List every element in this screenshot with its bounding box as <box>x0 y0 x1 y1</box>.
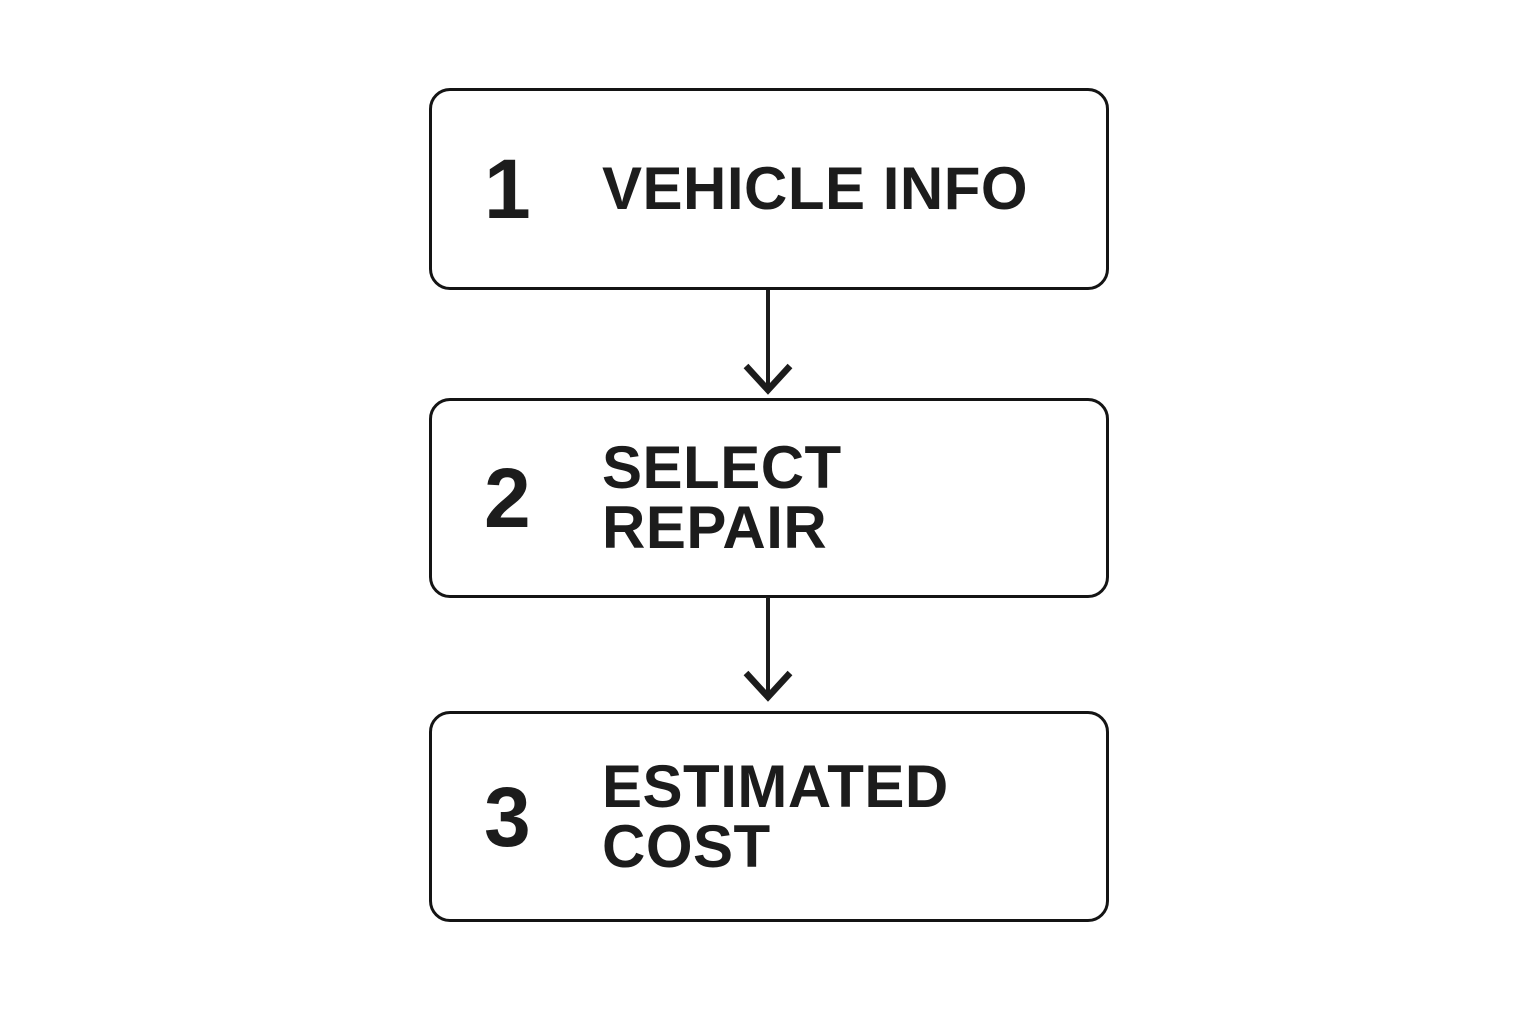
step-number-1: 1 <box>484 142 531 236</box>
step-box-estimated-cost: 3 ESTIMATED COST <box>429 711 1109 922</box>
step-label-estimated-cost: ESTIMATED COST <box>602 752 949 880</box>
step-box-select-repair: 2 SELECT REPAIR <box>429 398 1109 598</box>
arrow-down-icon <box>743 597 793 702</box>
step-label-vehicle-info: VEHICLE INFO <box>602 155 1029 222</box>
step-label-select-repair: SELECT REPAIR <box>602 434 842 561</box>
step-box-vehicle-info: 1 VEHICLE INFO <box>429 88 1109 290</box>
step-number-3: 3 <box>484 769 531 864</box>
arrow-down-icon <box>743 290 793 395</box>
step-number-2: 2 <box>484 451 531 545</box>
